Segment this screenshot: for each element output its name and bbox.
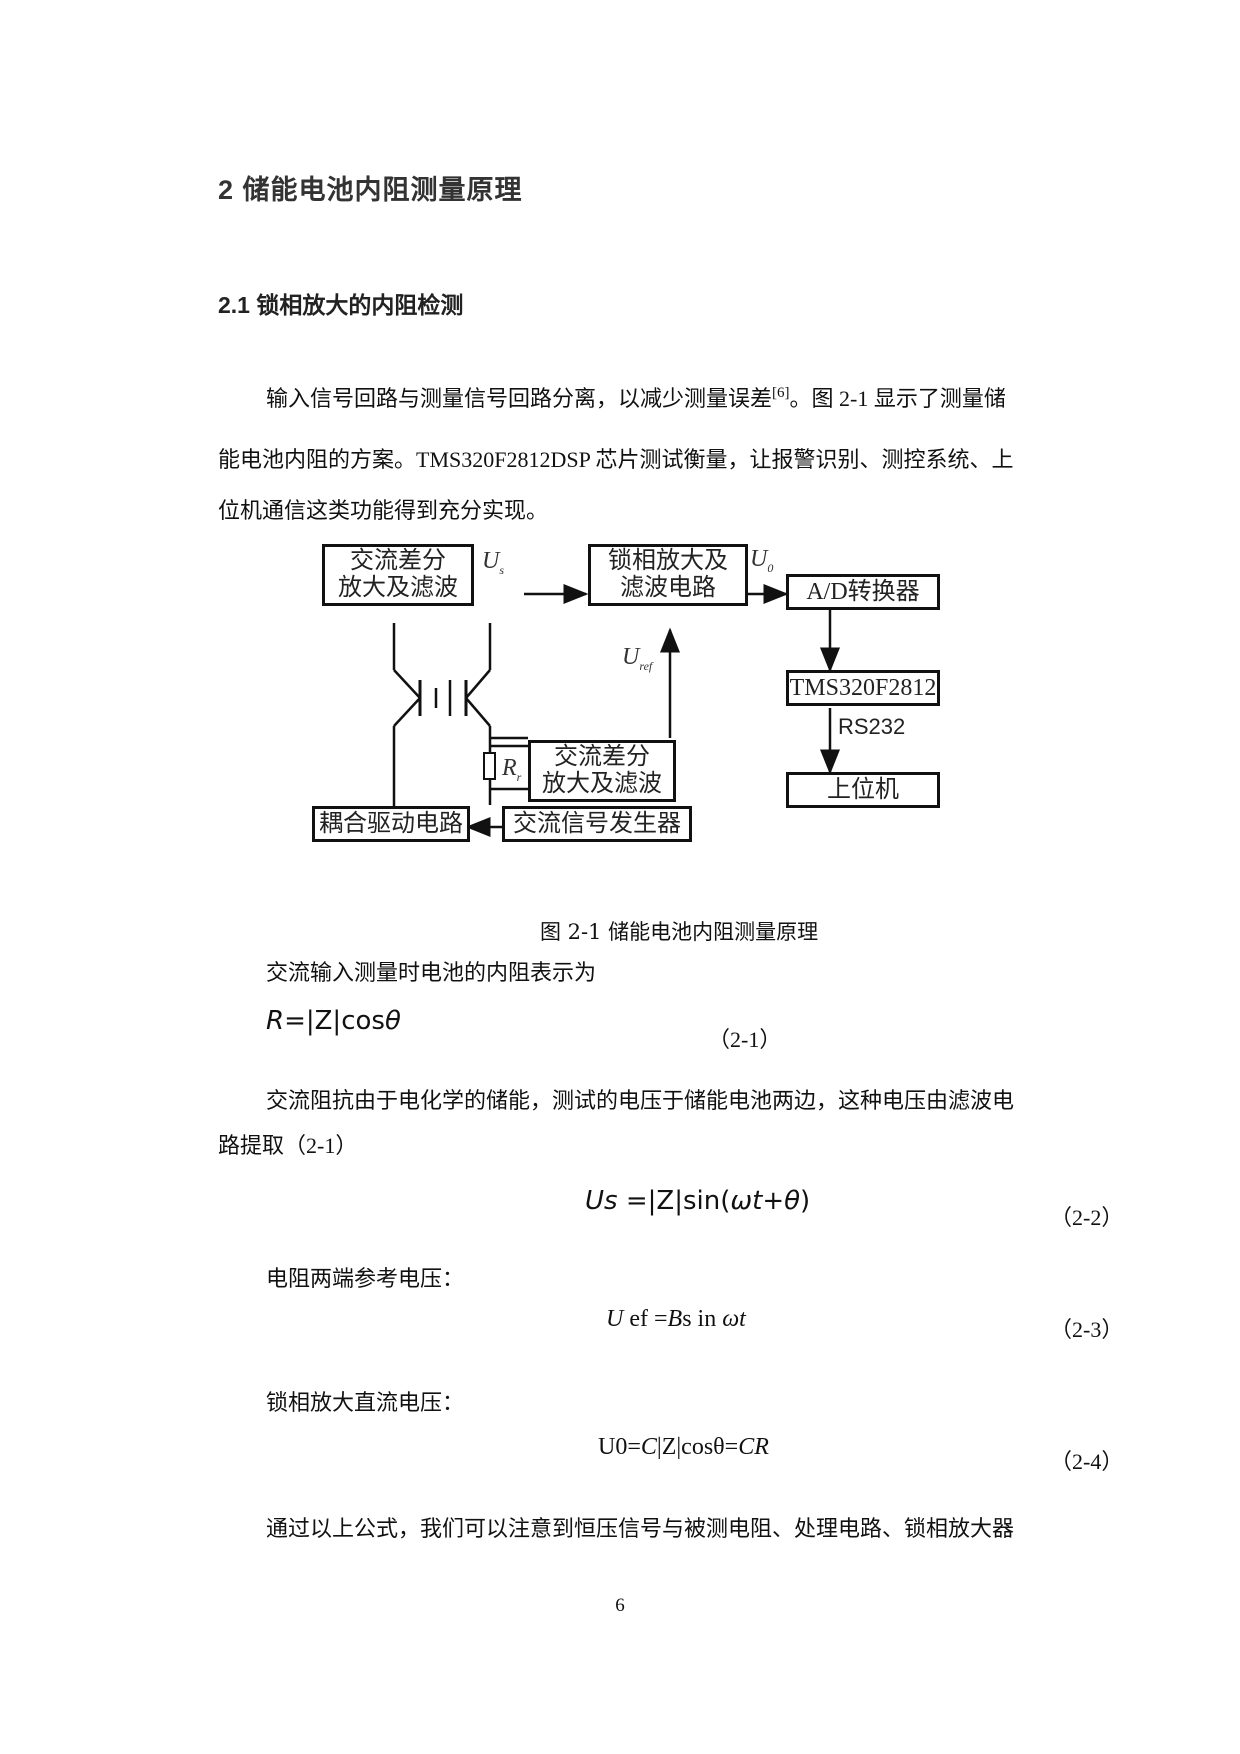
citation[interactable]: [6]: [772, 385, 790, 401]
box-text: TMS320F2812: [789, 674, 937, 701]
ac-diff-amp-box-bottom: 交流差分放大及滤波: [528, 740, 676, 802]
coupling-driver-box: 耦合驱动电路: [312, 806, 470, 842]
text: 输入信号回路与测量信号回路分离，以减少测量误差: [266, 386, 773, 411]
label-uref: Uref: [622, 644, 653, 673]
equation-2-2: Us =|Z|sin(ωt+θ): [585, 1186, 811, 1216]
box-text: 滤波电路: [620, 575, 716, 601]
equation-2-1: R=|Z|cosθ: [266, 1006, 401, 1036]
host-computer-box: 上位机: [786, 772, 940, 808]
text: 。图 2-1 显示了测量储: [789, 386, 1006, 411]
ac-diff-amp-box-top: 交流差分放大及滤波: [322, 544, 474, 606]
page-number: 6: [615, 1595, 625, 1616]
diagram-wires: [392, 584, 840, 837]
adc-box: A/D转换器: [786, 574, 940, 610]
box-text: 放大及滤波: [542, 771, 662, 797]
paragraph-1-line-3: 位机通信这类功能得到充分实现。: [218, 498, 549, 523]
dsp-box: TMS320F2812: [786, 670, 940, 706]
label-us: Us: [482, 548, 505, 577]
box-text: 耦合驱动电路: [319, 810, 463, 837]
label-u0: U0: [750, 546, 774, 575]
paragraph-3-line-2: 路提取（2-1）: [218, 1133, 358, 1158]
paragraph-2: 交流输入测量时电池的内阻表示为: [266, 960, 597, 985]
equation-2-3: U ef =Bs in ωt: [606, 1306, 746, 1332]
equation-number-2-4: （2-4）: [1050, 1449, 1124, 1474]
lockin-amp-box: 锁相放大及滤波电路: [588, 544, 748, 606]
box-text: A/D转换器: [806, 578, 920, 605]
box-text: 交流差分: [554, 744, 650, 770]
label-rr: Rr: [502, 755, 522, 784]
box-text: 放大及滤波: [338, 575, 458, 601]
equation-number-2-3: （2-3）: [1050, 1317, 1124, 1342]
figure-2-1-diagram: 交流差分放大及滤波 Us 锁相放大及滤波电路 U0 A/D转换器 TMS320F…: [312, 544, 1000, 850]
paragraph-4: 电阻两端参考电压：: [266, 1266, 465, 1291]
paragraph-5: 锁相放大直流电压：: [266, 1390, 465, 1415]
equation-number-2-2: （2-2）: [1050, 1205, 1124, 1230]
label-rs232: RS232: [838, 714, 906, 739]
paragraph-6: 通过以上公式，我们可以注意到恒压信号与被测电阻、处理电路、锁相放大器: [266, 1516, 1015, 1541]
paragraph-3-line-1: 交流阻抗由于电化学的储能，测试的电压于储能电池两边，这种电压由滤波电: [266, 1088, 1015, 1113]
box-text: 锁相放大及: [608, 548, 728, 574]
paragraph-1-line-2: 能电池内阻的方案。TMS320F2812DSP 芯片测试衡量，让报警识别、测控系…: [218, 447, 1014, 472]
box-text: 交流差分: [350, 548, 446, 574]
signal-generator-box: 交流信号发生器: [502, 806, 692, 842]
section-heading: 2.1 锁相放大的内阻检测: [218, 292, 464, 318]
figure-caption: 图 2-1 储能电池内阻测量原理: [540, 920, 819, 944]
box-text: 上位机: [827, 776, 899, 803]
equation-number-2-1: （2-1）: [708, 1027, 782, 1052]
equation-2-4: U0=C|Z|cosθ=CR: [598, 1434, 769, 1460]
chapter-heading: 2 储能电池内阻测量原理: [218, 175, 523, 205]
box-text: 交流信号发生器: [513, 810, 681, 837]
paragraph-1-line-1: 输入信号回路与测量信号回路分离，以减少测量误差[6]。图 2-1 显示了测量储: [266, 385, 1006, 411]
